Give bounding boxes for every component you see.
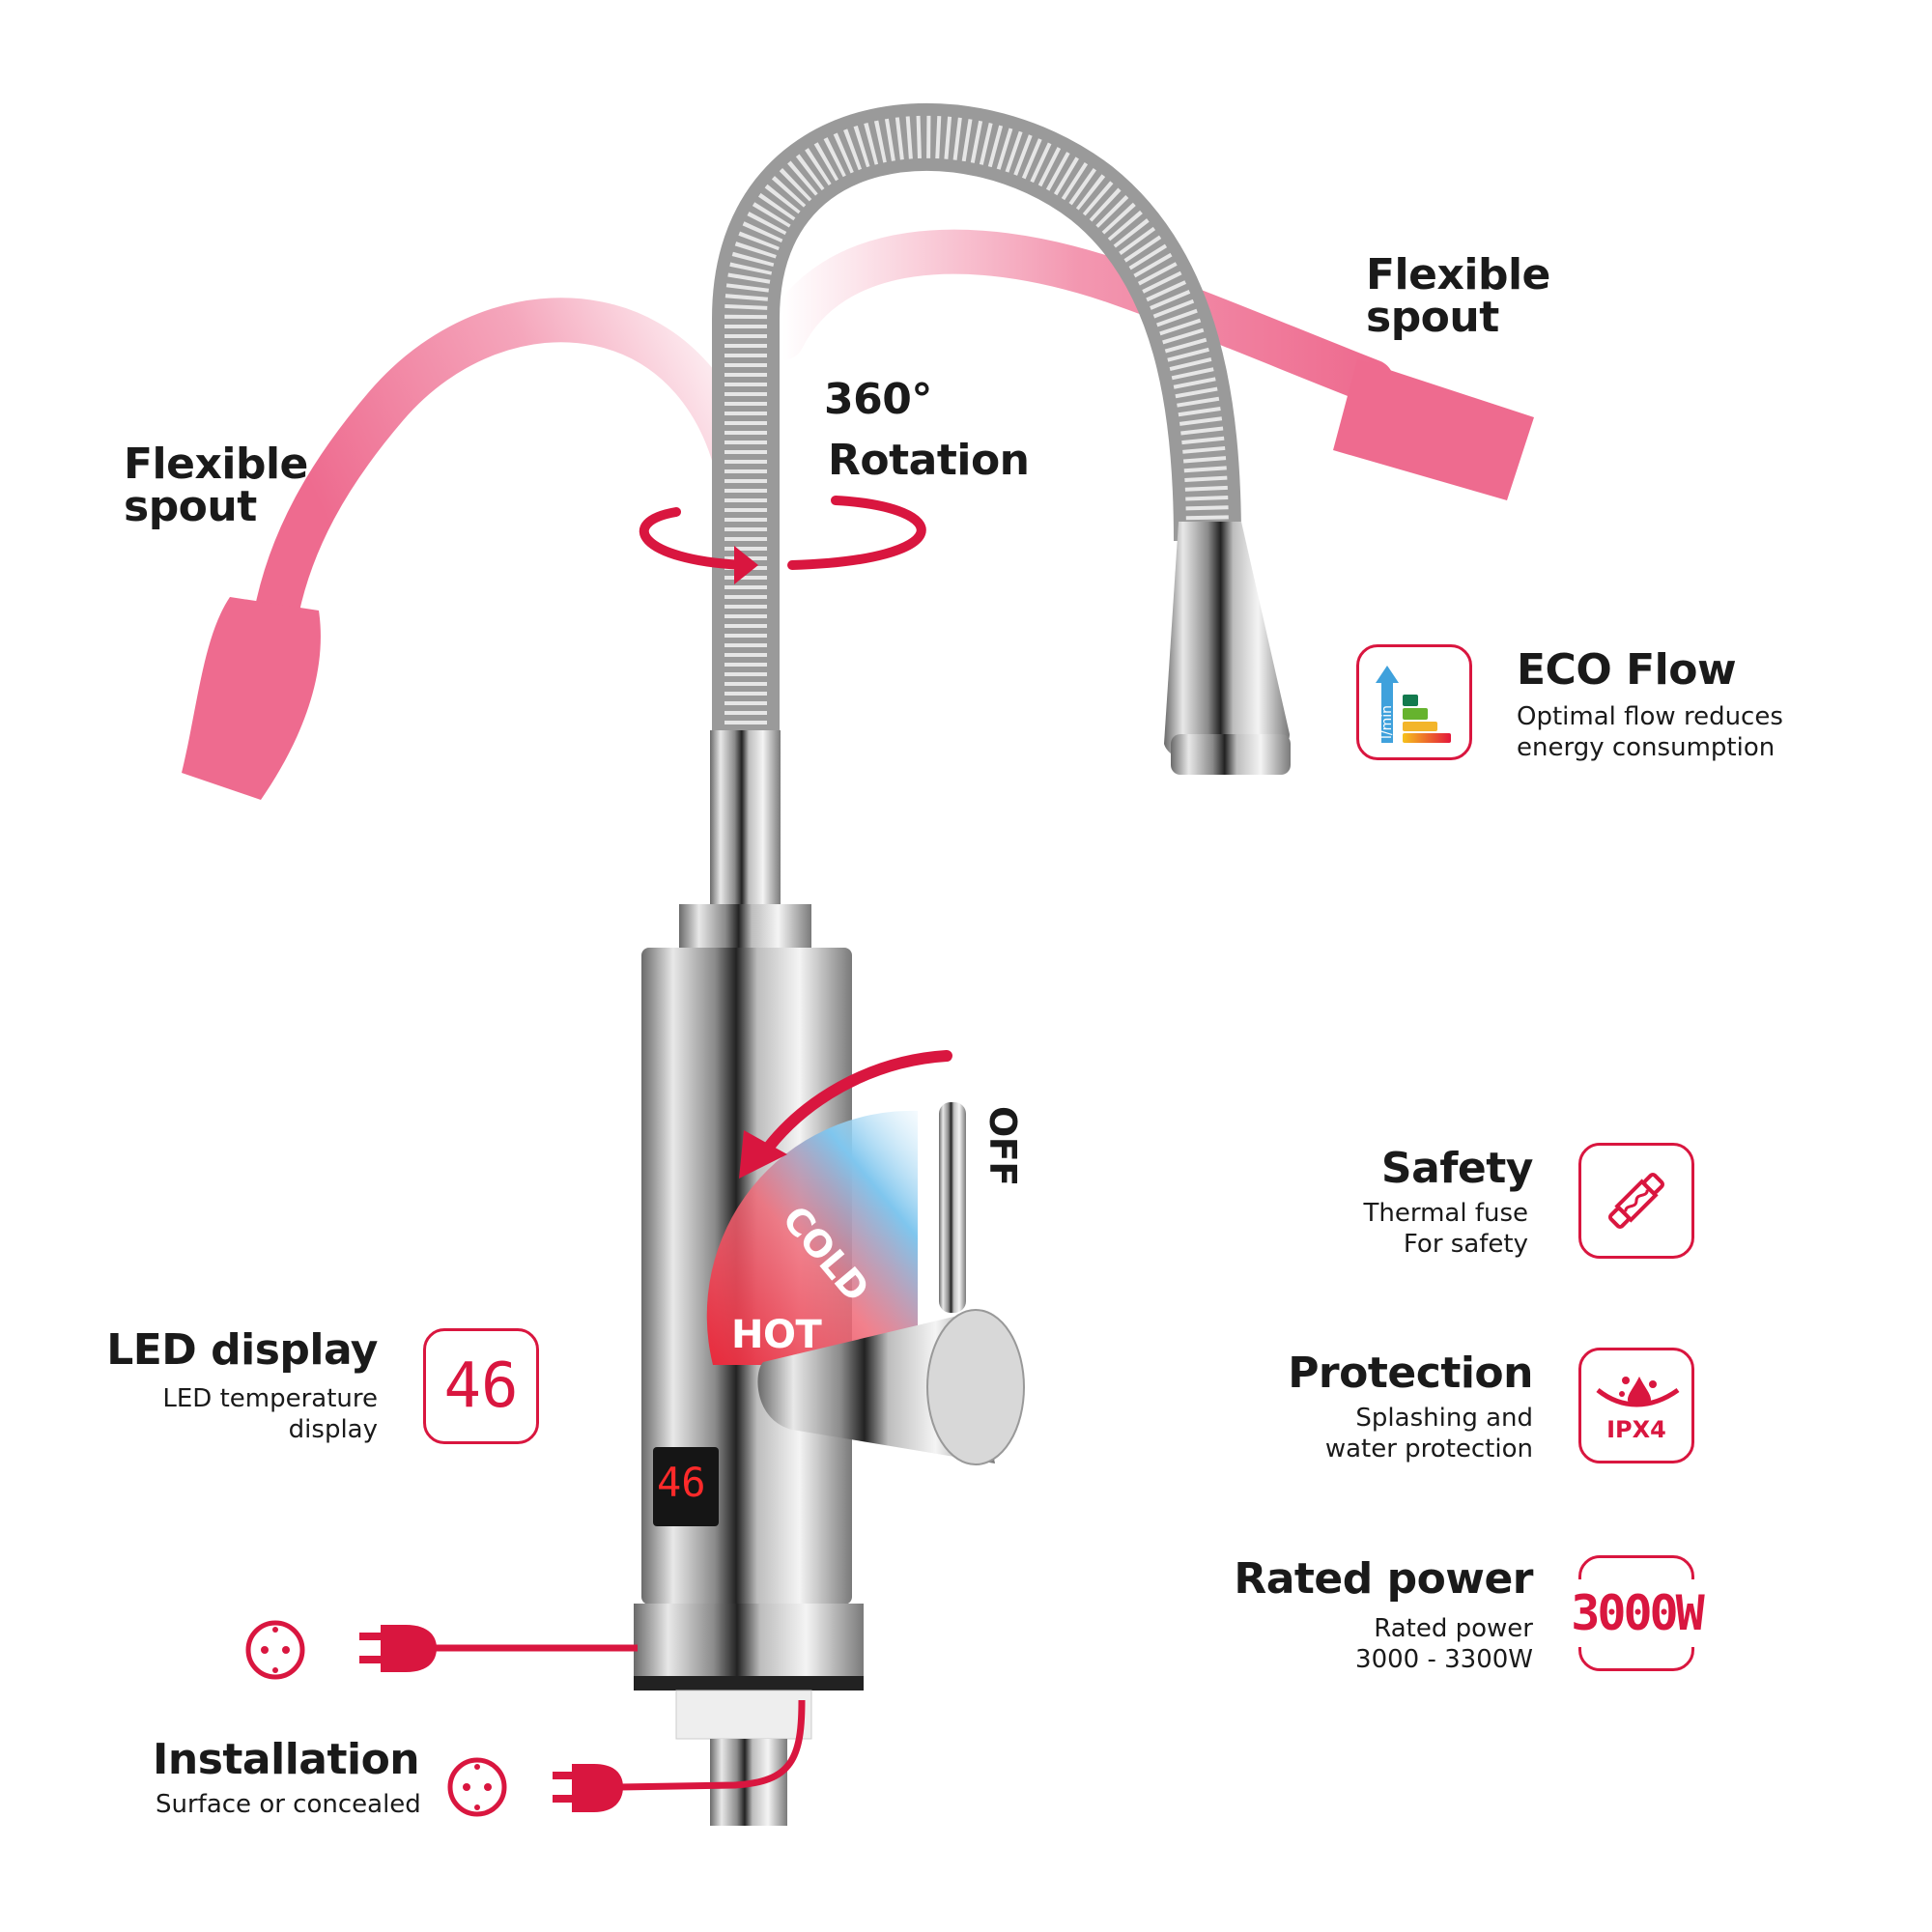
rotation-degrees: 360° xyxy=(824,375,932,424)
spout-head xyxy=(1164,522,1290,767)
safety-title: Safety xyxy=(1380,1144,1534,1193)
right-spout-ghost xyxy=(760,229,1394,404)
installation-title: Installation xyxy=(153,1735,420,1784)
socket-icon xyxy=(245,1620,507,1817)
collar xyxy=(679,904,811,948)
eco-flow-title: ECO Flow xyxy=(1517,645,1737,695)
left-spout-ghost xyxy=(253,298,766,640)
power-badge-box: 3000W xyxy=(1571,1555,1705,1671)
ipx4-badge: IPX4 xyxy=(1606,1416,1666,1443)
fuse-icon xyxy=(1578,1143,1694,1259)
rotation-label: Rotation xyxy=(828,436,1030,485)
svg-text:l/min: l/min xyxy=(1379,705,1395,739)
power-title: Rated power xyxy=(1234,1554,1533,1604)
off-label: OFF xyxy=(981,1106,1024,1186)
rotation-arrow xyxy=(639,507,749,570)
turn-arrow xyxy=(757,1050,952,1160)
hot-cold-range xyxy=(706,1110,918,1365)
installation-desc: Surface or concealed xyxy=(156,1790,421,1819)
led-title: LED display xyxy=(106,1325,378,1375)
eco-flow-icon: l/min xyxy=(1356,644,1472,760)
led-display-icon: 46 xyxy=(423,1328,539,1444)
plug-icon xyxy=(359,1625,623,1812)
left-spout-ghost-head xyxy=(182,597,321,800)
handle-lever xyxy=(939,1102,966,1313)
power-badge: 3000W xyxy=(1571,1579,1705,1647)
power-cable-2 xyxy=(618,1699,806,1791)
neck-tube xyxy=(710,730,781,904)
body-led-value: 46 xyxy=(657,1459,706,1506)
right-spout-ghost-head xyxy=(1333,359,1534,500)
ipx4-icon: IPX4 xyxy=(1578,1348,1694,1463)
hot-label: HOT xyxy=(731,1313,822,1357)
protection-title: Protection xyxy=(1288,1349,1533,1398)
body-led-screen xyxy=(653,1447,719,1526)
